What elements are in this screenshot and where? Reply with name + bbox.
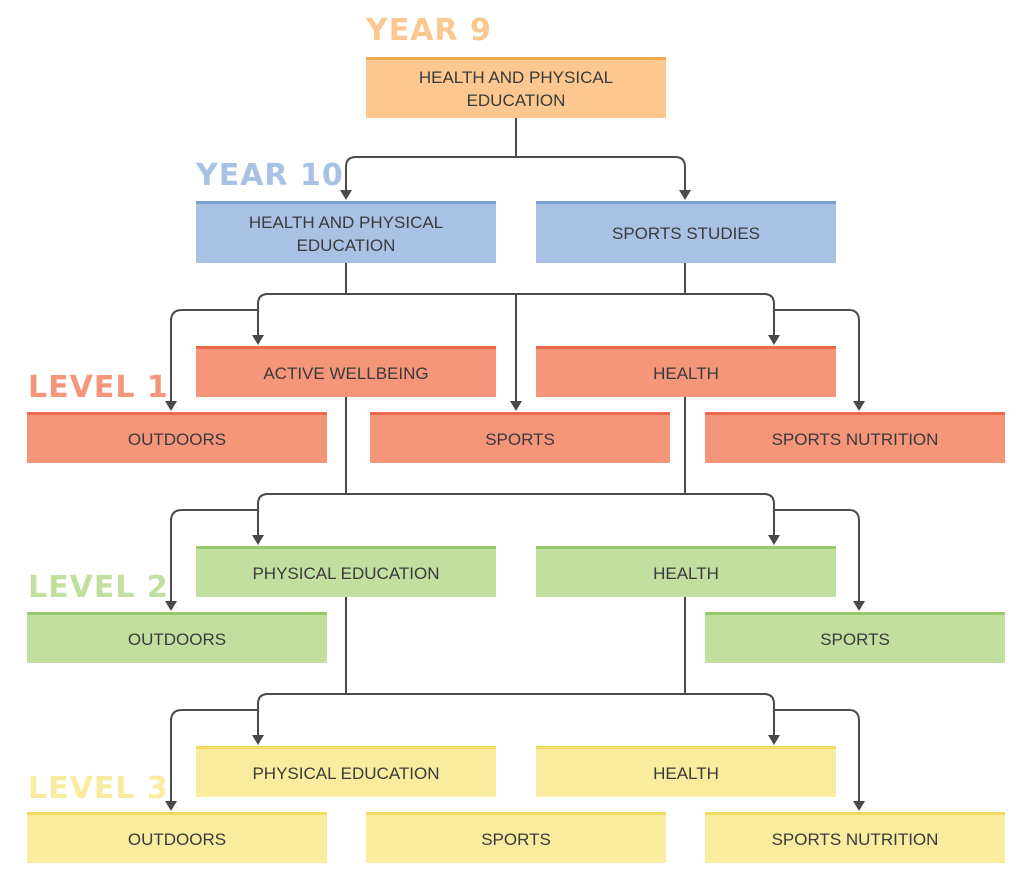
- arrowhead: [768, 535, 780, 545]
- year10-sports-studies-box: SPORTS STUDIES: [536, 201, 836, 263]
- connector-y9-to-y10-hpe: [345, 156, 516, 193]
- box-label: PHYSICAL EDUCATION: [252, 763, 440, 783]
- connector-to-l3-sports-nutrition: [774, 709, 860, 804]
- arrowhead: [510, 401, 522, 411]
- arrowhead: [252, 735, 264, 745]
- connector-to-l3-outdoors: [170, 709, 258, 804]
- box-label: HEALTH: [653, 363, 719, 383]
- box-label: SPORTS NUTRITION: [771, 429, 939, 449]
- box-label: HEALTH: [653, 763, 719, 783]
- box-label: PHYSICAL EDUCATION: [252, 563, 440, 583]
- box-label: OUTDOORS: [127, 829, 227, 849]
- level2-sports-box: SPORTS: [705, 612, 1005, 663]
- level3-health-box: HEALTH: [536, 746, 836, 797]
- level3-sports-box: SPORTS: [366, 812, 666, 863]
- connector-to-l3-physical-education: [257, 693, 269, 738]
- box-label: OUTDOORS: [127, 629, 227, 649]
- year9-health-physical-education-box: HEALTH AND PHYSICAL EDUCATION: [366, 57, 666, 118]
- arrowhead: [165, 401, 177, 411]
- year-9-label: YEAR 9: [366, 13, 492, 48]
- arrowhead: [768, 735, 780, 745]
- arrowhead: [252, 335, 264, 345]
- arrowhead: [165, 801, 177, 811]
- arrowheads: [165, 190, 865, 811]
- arrowhead: [340, 190, 352, 200]
- level2-physical-education-box: PHYSICAL EDUCATION: [196, 546, 496, 597]
- connector-to-l2-outdoors: [170, 509, 258, 604]
- level3-physical-education-box: PHYSICAL EDUCATION: [196, 746, 496, 797]
- year10-health-physical-education-box: HEALTH AND PHYSICAL EDUCATION: [196, 201, 496, 263]
- box-label: ACTIVE WELLBEING: [263, 363, 429, 383]
- box-label: SPORTS: [485, 429, 555, 449]
- box-label: SPORTS NUTRITION: [771, 829, 939, 849]
- level1-health-box: HEALTH: [536, 346, 836, 397]
- box-label: HEALTH AND PHYSICAL EDUCATION: [248, 212, 444, 255]
- level1-sports-nutrition-box: SPORTS NUTRITION: [705, 412, 1005, 463]
- level1-outdoors-box: OUTDOORS: [27, 412, 327, 463]
- connector-to-l2-sports: [774, 509, 860, 604]
- year-10-label: YEAR 10: [196, 158, 344, 193]
- connector-to-l1-outdoors: [170, 309, 258, 404]
- arrowhead: [853, 801, 865, 811]
- level1-active-wellbeing-box: ACTIVE WELLBEING: [196, 346, 496, 397]
- level1-sports-box: SPORTS: [370, 412, 670, 463]
- connector-to-l1-sports-nutrition: [774, 309, 860, 404]
- connector-to-l1-active-wellbeing: [257, 293, 269, 338]
- arrowhead: [853, 401, 865, 411]
- arrowhead: [679, 190, 691, 200]
- level-2-label: LEVEL 2: [28, 570, 169, 605]
- connector-to-l3-health: [763, 693, 775, 738]
- connector-y9-to-y10-sports-studies: [516, 156, 686, 193]
- level-1-label: LEVEL 1: [28, 370, 169, 405]
- arrowhead: [252, 535, 264, 545]
- connector-to-l1-health: [763, 293, 775, 338]
- arrowhead: [853, 601, 865, 611]
- connector-to-l2-physical-education: [257, 493, 269, 538]
- box-label: SPORTS: [820, 629, 890, 649]
- box-label: HEALTH AND PHYSICAL EDUCATION: [418, 68, 614, 110]
- box-label: SPORTS: [481, 829, 551, 849]
- level3-sports-nutrition-box: SPORTS NUTRITION: [705, 812, 1005, 863]
- connector-to-l2-health: [763, 493, 775, 538]
- arrowhead: [165, 601, 177, 611]
- level-3-label: LEVEL 3: [28, 771, 169, 806]
- level3-outdoors-box: OUTDOORS: [27, 812, 327, 863]
- box-label: OUTDOORS: [127, 429, 227, 449]
- level2-outdoors-box: OUTDOORS: [27, 612, 327, 663]
- box-label: SPORTS STUDIES: [612, 224, 760, 243]
- box-label: HEALTH: [653, 563, 719, 583]
- level2-health-box: HEALTH: [536, 546, 836, 597]
- arrowhead: [768, 335, 780, 345]
